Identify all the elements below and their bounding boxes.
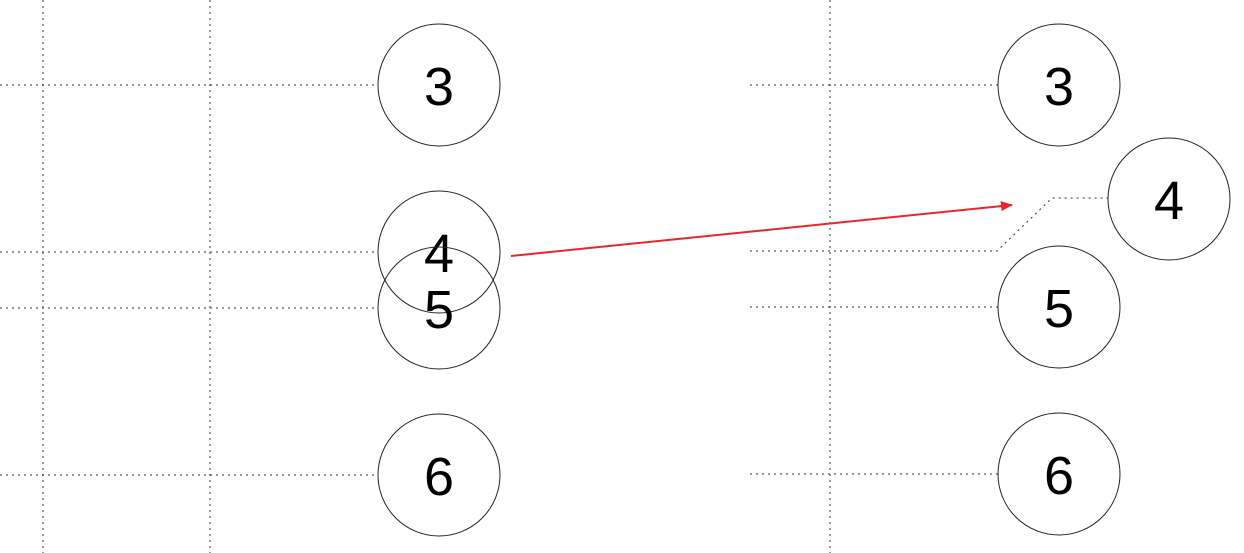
right-grid bbox=[750, 0, 1108, 553]
node-label: 4 bbox=[424, 224, 454, 284]
left-grid bbox=[0, 0, 378, 553]
right-node-3: 3 bbox=[997, 23, 1121, 147]
right-node-6: 6 bbox=[997, 412, 1121, 536]
left-node-5: 5 bbox=[377, 246, 501, 370]
right-node-4: 4 bbox=[1107, 137, 1231, 261]
node-label: 3 bbox=[424, 57, 454, 117]
left-node-3: 3 bbox=[377, 23, 501, 147]
left-node-4: 4 bbox=[377, 190, 501, 314]
node-label: 4 bbox=[1154, 171, 1184, 231]
node-label: 5 bbox=[1044, 279, 1074, 339]
node-label: 3 bbox=[1044, 57, 1074, 117]
node-label: 6 bbox=[424, 447, 454, 507]
node-label: 5 bbox=[424, 280, 454, 340]
left-node-6: 6 bbox=[377, 413, 501, 537]
node-label: 6 bbox=[1044, 446, 1074, 506]
move-arrow bbox=[510, 201, 1013, 257]
right-node-5: 5 bbox=[997, 245, 1121, 369]
node-4-guide-line bbox=[750, 197, 1108, 252]
